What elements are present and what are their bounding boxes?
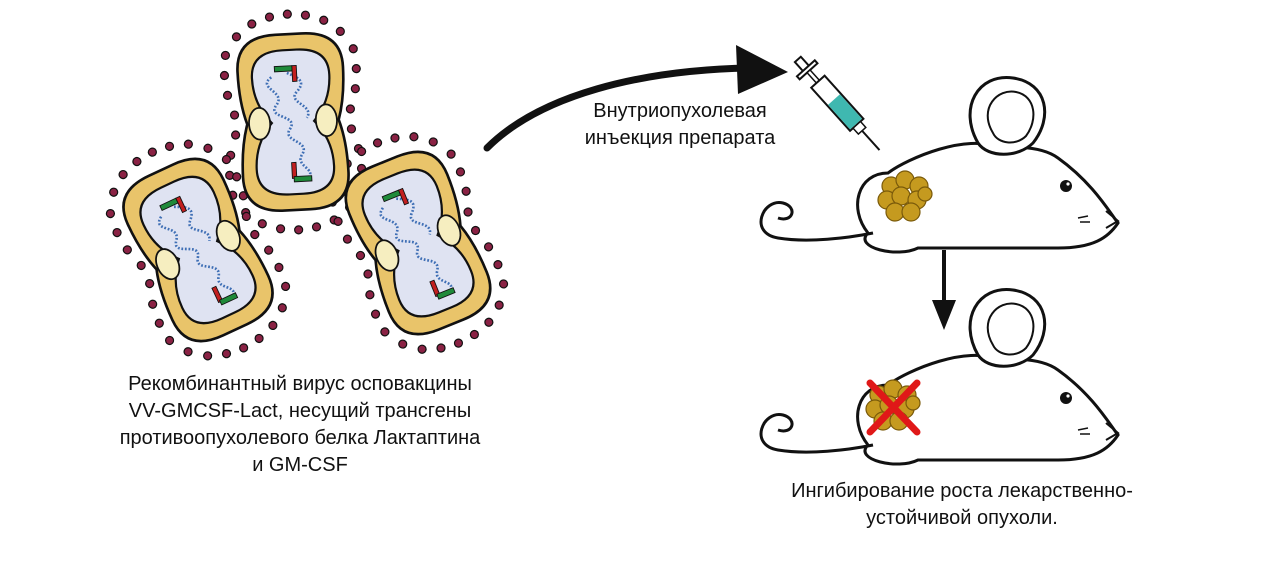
result-caption-line: устойчивой опухоли. [866, 507, 1058, 529]
down-arrow-icon [932, 250, 956, 330]
cross-mark-icon [866, 379, 921, 436]
result-caption: Ингибирование роста лекарственно- устойч… [712, 478, 1212, 532]
curved-arrow-icon [483, 45, 788, 152]
vaccinia-virus-icon [234, 30, 352, 214]
injection-caption-line: Внутриопухолевая [593, 100, 767, 122]
virus-caption-line: и GM-CSF [252, 454, 348, 476]
virus-spikes [105, 9, 509, 361]
vaccinia-virus-icon [334, 140, 502, 346]
virus-caption-line: противоопухолевого белка Лактаптина [119, 427, 481, 449]
virus-caption-line: Рекомбинантный вирус осповакцины [128, 373, 472, 395]
syringe-icon [793, 55, 881, 151]
virus-caption-line: VV-GMCSF-Lact, несущий трансгены [128, 400, 472, 422]
injection-caption-line: инъекция препарата [584, 127, 776, 149]
result-caption-line: Ингибирование роста лекарственно- [791, 480, 1133, 502]
injection-caption: Внутриопухолевая инъекция препарата [555, 98, 805, 152]
mouse-icon [759, 76, 1120, 254]
virus-caption: Рекомбинантный вирус осповакцины VV-GMCS… [60, 371, 540, 479]
